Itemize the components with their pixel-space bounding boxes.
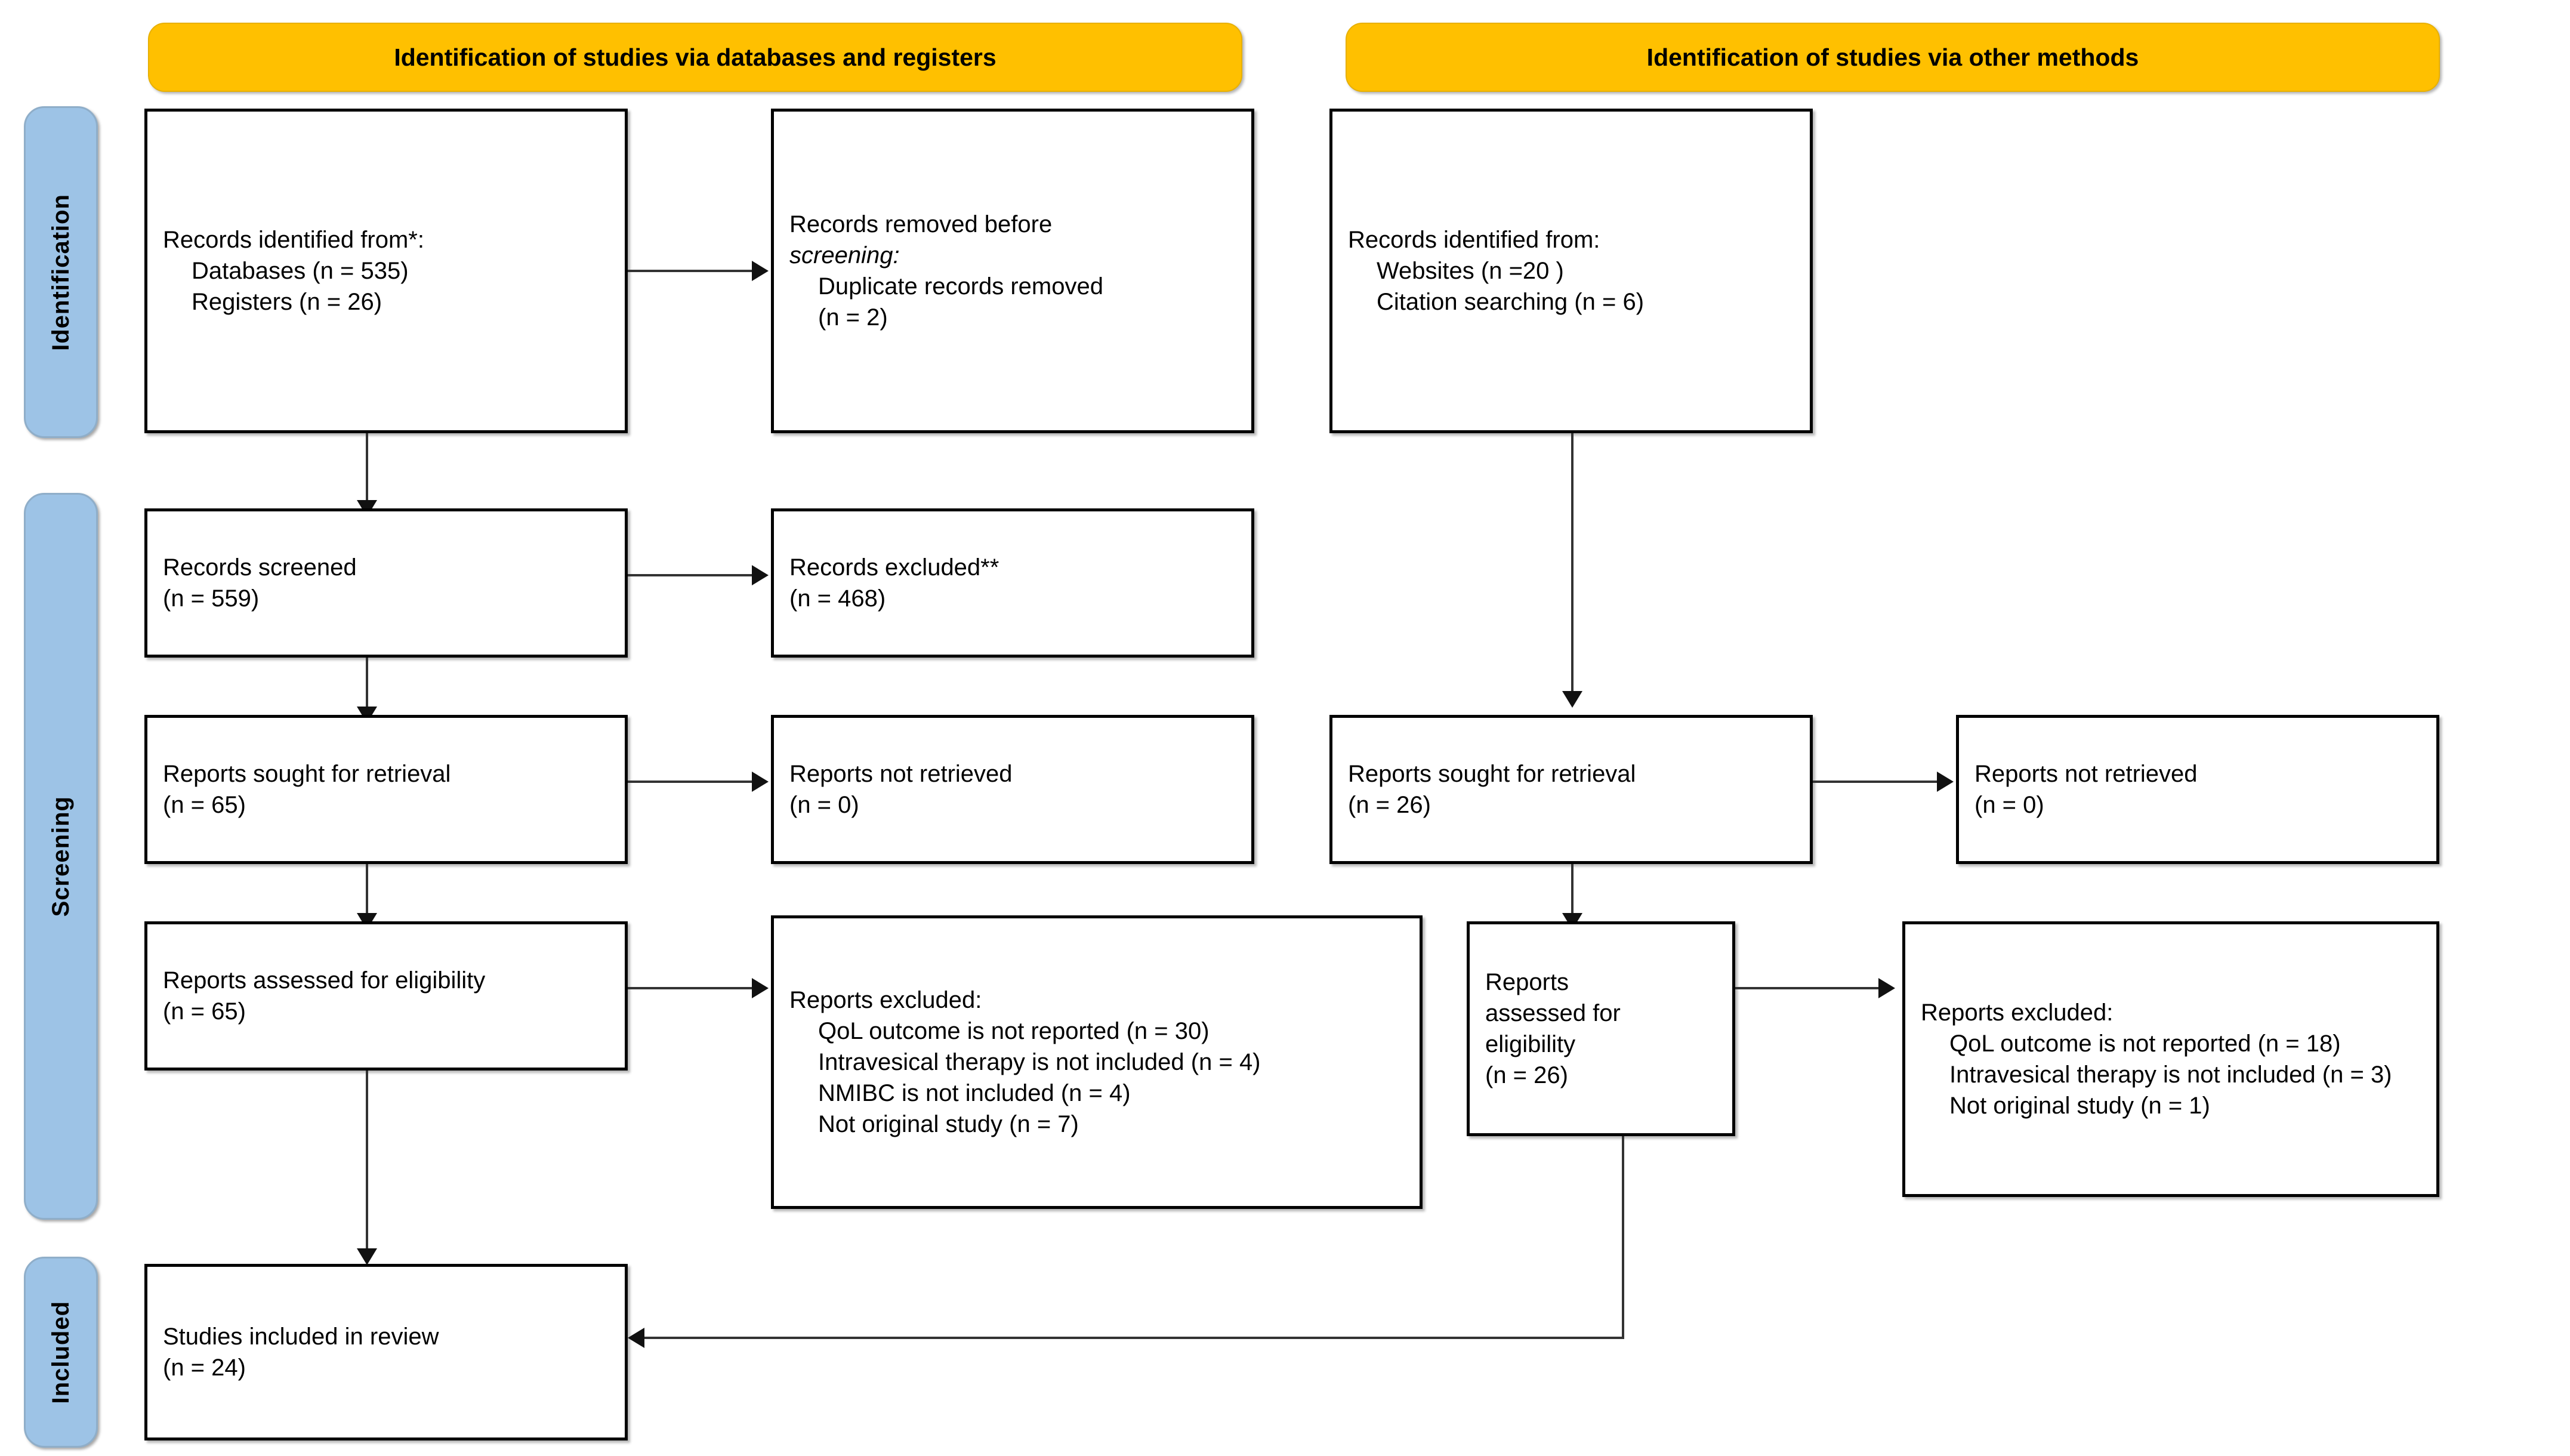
reports-sought-db-line-1: Reports sought for retrieval <box>163 761 451 787</box>
connector-assessed-to-excluded-other <box>1735 987 1881 989</box>
box-records-screened: Records screened (n = 559) <box>144 508 628 658</box>
arrowhead-sought-to-not-retrieved-other <box>1937 772 1954 792</box>
box-records-identified-other-methods: Records identified from: Websites (n =20… <box>1329 109 1813 433</box>
stage-included: Included <box>24 1257 98 1448</box>
records-identified-other-line-1: Records identified from: <box>1348 227 1600 253</box>
reports-assessed-db-line-2: (n = 65) <box>163 998 246 1025</box>
records-screened-line-1: Records screened <box>163 554 357 581</box>
reports-excluded-db-line-2: QoL outcome is not reported (n = 30) <box>818 1018 1210 1044</box>
box-reports-assessed-databases: Reports assessed for eligibility (n = 65… <box>144 921 628 1071</box>
reports-assessed-db-line-1: Reports assessed for eligibility <box>163 967 486 994</box>
studies-included-line-2: (n = 24) <box>163 1355 246 1381</box>
arrowhead-sought-to-not-retrieved-db <box>752 772 769 792</box>
box-reports-not-retrieved-databases: Reports not retrieved (n = 0) <box>771 715 1254 864</box>
box-records-excluded: Records excluded** (n = 468) <box>771 508 1254 658</box>
reports-not-retrieved-other-line-1: Reports not retrieved <box>1974 761 2198 787</box>
box-records-identified-databases: Records identified from*: Databases (n =… <box>144 109 628 433</box>
connector-other-identified-to-sought <box>1571 433 1574 701</box>
box-reports-excluded-other-methods: Reports excluded: QoL outcome is not rep… <box>1902 921 2439 1197</box>
connector-assessed-to-excluded-db <box>628 987 754 989</box>
records-identified-db-line-2: Databases (n = 535) <box>192 258 409 284</box>
reports-sought-other-line-2: (n = 26) <box>1348 792 1431 818</box>
records-identified-other-line-2: Websites (n =20 ) <box>1377 258 1564 284</box>
banner-other-methods-label: Identification of studies via other meth… <box>1646 43 2139 71</box>
records-identified-other-line-3: Citation searching (n = 6) <box>1377 289 1645 315</box>
stage-identification-label: Identification <box>47 193 74 351</box>
records-removed-line-1: Records removed before <box>789 209 1236 240</box>
records-identified-db-line-1: Records identified from*: <box>163 227 424 253</box>
box-studies-included-in-review: Studies included in review (n = 24) <box>144 1264 628 1440</box>
records-removed-line-3: Duplicate records removed <box>818 273 1103 300</box>
records-removed-line-4: (n = 2) <box>818 304 888 331</box>
reports-excluded-db-line-3: Intravesical therapy is not included (n … <box>818 1049 1261 1075</box>
records-removed-line-2: screening: <box>789 242 900 269</box>
reports-excluded-db-line-4: NMIBC is not included (n = 4) <box>818 1080 1131 1106</box>
stage-included-label: Included <box>47 1300 74 1404</box>
reports-excluded-db-line-5: Not original study (n = 7) <box>818 1111 1079 1137</box>
connector-other-assessed-to-included <box>643 1337 1624 1339</box>
connector-sought-to-not-retrieved-other <box>1813 781 1939 783</box>
box-records-removed-before-screening: Records removed before screening: Duplic… <box>771 109 1254 433</box>
connector-screened-to-sought <box>366 658 368 716</box>
arrowhead-screened-to-excluded <box>752 565 769 585</box>
records-excluded-line-2: (n = 468) <box>789 585 886 612</box>
connector-identified-to-screened <box>366 433 368 510</box>
reports-excluded-other-line-3: Intravesical therapy is not included (n … <box>1949 1062 2392 1088</box>
arrowhead-other-identified-to-sought <box>1562 691 1582 708</box>
reports-sought-db-line-2: (n = 65) <box>163 792 246 818</box>
banner-databases-registers: Identification of studies via databases … <box>148 23 1242 92</box>
records-excluded-line-1: Records excluded** <box>789 554 999 581</box>
banner-databases-registers-label: Identification of studies via databases … <box>394 43 996 71</box>
reports-assessed-other-line-1: Reports <box>1485 969 1569 995</box>
box-reports-assessed-other-methods: Reports assessed for eligibility (n = 26… <box>1467 921 1735 1136</box>
arrowhead-assessed-to-included <box>357 1248 377 1265</box>
reports-sought-other-line-1: Reports sought for retrieval <box>1348 761 1636 787</box>
connector-sought-to-not-retrieved-db <box>628 781 754 783</box>
connector-other-assessed-down <box>1622 1136 1624 1339</box>
records-identified-db-line-3: Registers (n = 26) <box>192 289 382 315</box>
connector-identified-to-removed <box>628 270 754 272</box>
connector-assessed-to-included <box>366 1071 368 1259</box>
studies-included-line-1: Studies included in review <box>163 1324 439 1350</box>
reports-assessed-other-line-2: assessed for <box>1485 1000 1621 1026</box>
box-reports-sought-databases: Reports sought for retrieval (n = 65) <box>144 715 628 864</box>
arrowhead-assessed-to-excluded-db <box>752 978 769 998</box>
reports-assessed-other-line-4: (n = 26) <box>1485 1062 1568 1088</box>
connector-sought-to-assessed-other <box>1571 864 1574 923</box>
reports-assessed-other-line-3: eligibility <box>1485 1031 1576 1057</box>
connector-screened-to-excluded <box>628 574 754 576</box>
stage-identification: Identification <box>24 106 98 438</box>
arrowhead-other-assessed-to-included <box>628 1328 644 1348</box>
reports-excluded-other-line-2: QoL outcome is not reported (n = 18) <box>1949 1031 2341 1057</box>
reports-not-retrieved-db-line-1: Reports not retrieved <box>789 761 1013 787</box>
records-screened-line-2: (n = 559) <box>163 585 260 612</box>
reports-not-retrieved-other-line-2: (n = 0) <box>1974 792 2044 818</box>
box-reports-excluded-databases: Reports excluded: QoL outcome is not rep… <box>771 915 1423 1209</box>
arrowhead-assessed-to-excluded-other <box>1878 978 1895 998</box>
box-reports-not-retrieved-other-methods: Reports not retrieved (n = 0) <box>1956 715 2439 864</box>
banner-other-methods: Identification of studies via other meth… <box>1346 23 2440 92</box>
stage-screening-label: Screening <box>47 795 74 917</box>
arrowhead-identified-to-removed <box>752 261 769 281</box>
reports-not-retrieved-db-line-2: (n = 0) <box>789 792 859 818</box>
reports-excluded-other-line-4: Not original study (n = 1) <box>1949 1093 2210 1119</box>
box-reports-sought-other-methods: Reports sought for retrieval (n = 26) <box>1329 715 1813 864</box>
records-removed-text-1: Records removed before <box>789 211 1053 237</box>
reports-excluded-other-line-1: Reports excluded: <box>1921 1000 2114 1026</box>
stage-screening: Screening <box>24 493 98 1220</box>
reports-excluded-db-line-1: Reports excluded: <box>789 987 982 1013</box>
connector-sought-to-assessed-db <box>366 864 368 923</box>
